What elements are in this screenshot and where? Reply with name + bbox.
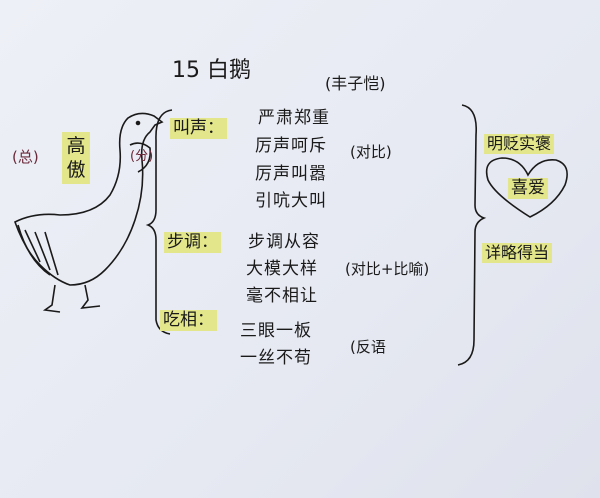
list-item: 厉声叫嚣	[255, 164, 327, 184]
branch-label-gait: 步调：	[164, 232, 221, 253]
list-item: 毫不相让	[246, 286, 318, 306]
trait-highlight: 高傲	[62, 132, 90, 184]
author: (丰子恺)	[325, 74, 386, 93]
emotion-highlight: 喜爱	[508, 178, 548, 199]
branch-label-eating: 吃相：	[160, 310, 217, 331]
structure-highlight: 详略得当	[482, 243, 553, 263]
branch-label-sound: 叫声：	[170, 118, 227, 139]
page-title: 15 白鹅	[172, 58, 251, 83]
brace	[145, 109, 173, 335]
parts-label: (分)	[130, 149, 154, 164]
goose-drawing	[14, 112, 164, 313]
list-item: 一丝不苟	[240, 348, 312, 368]
brace	[457, 104, 487, 366]
heart-icon	[485, 157, 568, 218]
list-item: 厉声呵斥	[255, 136, 327, 156]
technique-note: (对比)	[350, 143, 392, 161]
list-item: 大模大样	[246, 259, 318, 279]
technique-highlight: 明贬实褒	[484, 134, 555, 154]
list-item: 三眼一板	[240, 321, 312, 341]
list-item: 严肃郑重	[258, 108, 330, 128]
list-item: 引吭大叫	[255, 191, 327, 211]
list-item: 步调从容	[248, 232, 320, 252]
technique-note: (反语	[350, 338, 386, 356]
total-label: (总)	[12, 148, 39, 166]
technique-note: (对比+比喻)	[345, 260, 430, 278]
